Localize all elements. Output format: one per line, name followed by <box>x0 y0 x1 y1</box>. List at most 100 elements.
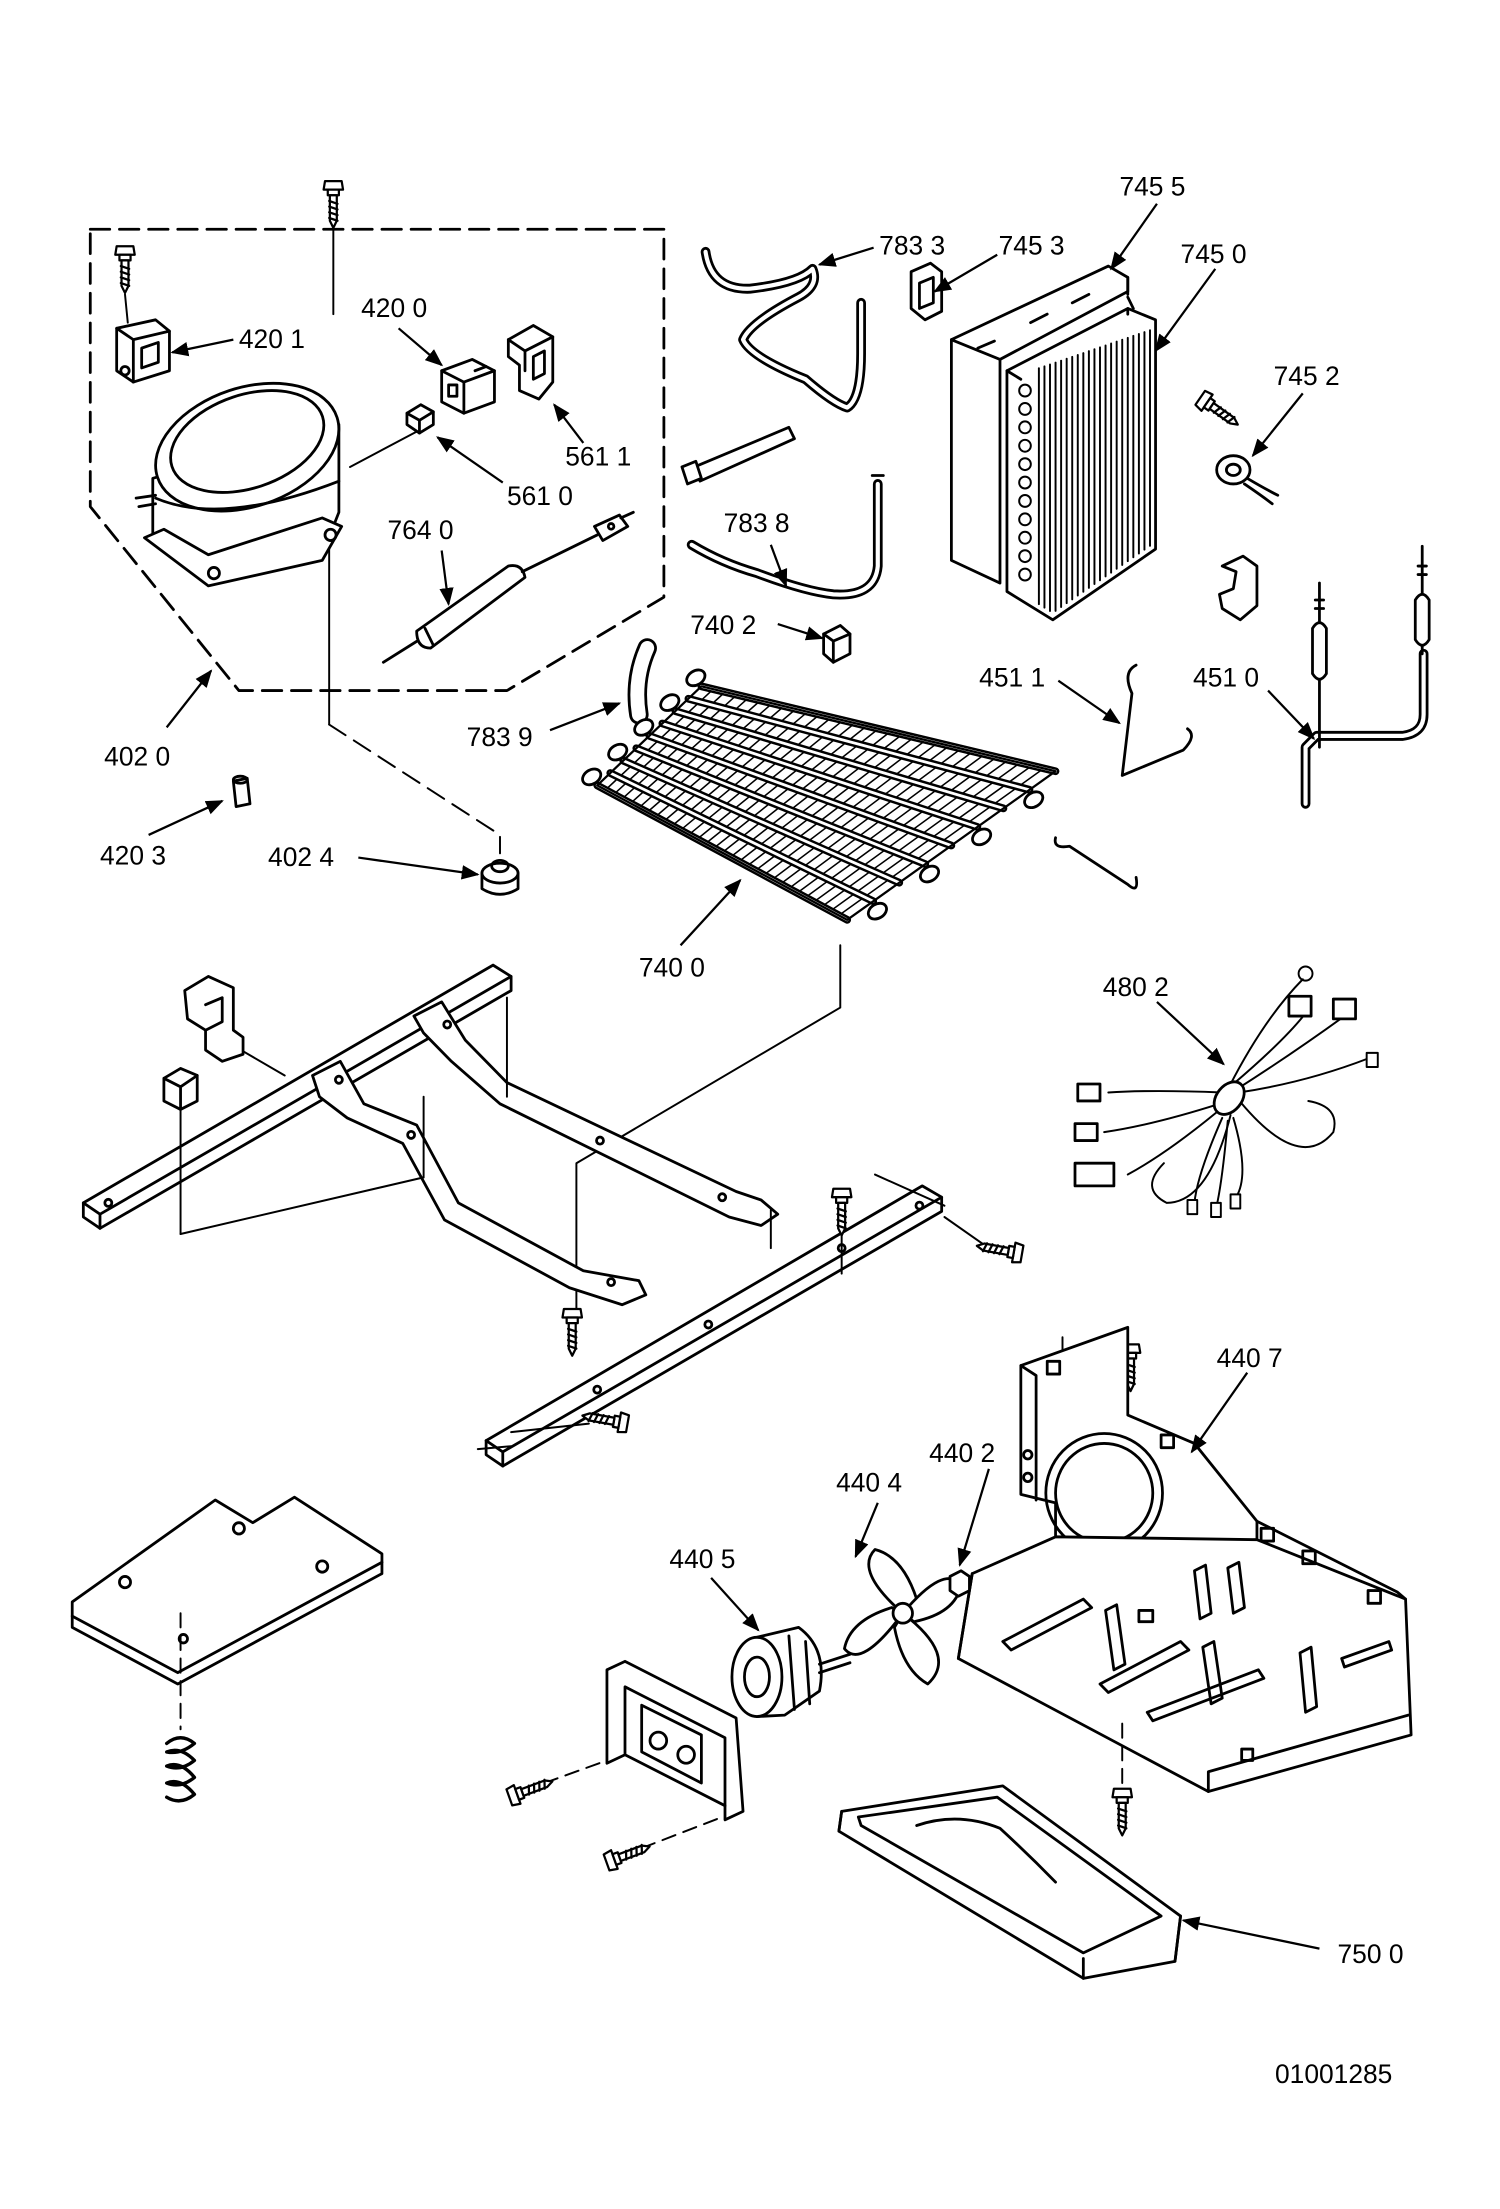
filter-drier <box>381 510 635 664</box>
coil-tube-inner <box>621 759 901 885</box>
frame-cross-member-right <box>412 1000 780 1227</box>
coil-tube-inner <box>634 746 927 866</box>
leader-745-0 <box>1154 268 1217 353</box>
leader-745-2 <box>1251 392 1304 458</box>
evaporator-coil <box>1005 275 1157 622</box>
evaporator-tube-bend <box>1018 420 1032 435</box>
evaporator-tube-bend <box>1018 494 1032 508</box>
evaporator-tube-bend <box>1018 567 1032 582</box>
callout-750-0: 750 0 <box>1337 1939 1403 1969</box>
hook-451-1 <box>1120 663 1193 777</box>
frame-clip-small <box>162 1066 199 1111</box>
leader-440-7 <box>1190 1372 1249 1454</box>
evaporator-tube-bend <box>1018 475 1032 490</box>
evaporator-tube-bend <box>1018 457 1032 472</box>
callout-745-0: 745 0 <box>1181 239 1247 269</box>
drawing-number: 01001285 <box>1275 2059 1392 2089</box>
spring <box>165 1736 197 1803</box>
pin <box>231 774 252 809</box>
leader-420-1 <box>170 338 234 357</box>
callout-420-1: 420 1 <box>239 324 305 354</box>
leader-745-5 <box>1110 203 1158 271</box>
overload-clip <box>405 403 435 435</box>
callout-labels: 420 1 420 0 561 1 561 0 764 0 402 0 420 … <box>100 171 1404 2089</box>
cable-tie <box>680 425 796 486</box>
callout-420-0: 420 0 <box>361 293 427 323</box>
coil-return-bend <box>971 827 993 847</box>
wire-harness <box>1073 965 1379 1218</box>
callout-480-2: 480 2 <box>1103 972 1169 1002</box>
leader-440-4 <box>854 1502 879 1559</box>
leader-420-0 <box>397 327 444 367</box>
relay-screw-axis <box>124 293 129 324</box>
callout-783-9: 783 9 <box>467 722 533 752</box>
tube-783-8 <box>686 474 885 600</box>
leader-480-2 <box>1156 1001 1225 1066</box>
overload-protector <box>440 358 496 415</box>
leader-750-0 <box>1181 1916 1320 1950</box>
tube-assembly-451-0 <box>1300 544 1431 809</box>
bracket-screw-line-2 <box>640 1816 724 1850</box>
callout-740-2: 740 2 <box>690 610 756 640</box>
motor-bracket <box>605 1659 745 1822</box>
coil-return-bend <box>919 864 941 884</box>
callout-440-2: 440 2 <box>929 1438 995 1468</box>
frame-cross-member-left <box>311 1059 648 1307</box>
coil-return-bend <box>607 742 629 762</box>
hook-lower <box>1053 836 1139 890</box>
fan-blade-retainer <box>948 1569 971 1598</box>
coil-tube-inner <box>686 697 1031 792</box>
compressor-wire <box>349 430 418 468</box>
coil-frame-wire <box>596 685 1057 921</box>
leader-402-0 <box>165 669 213 729</box>
callout-740-0: 740 0 <box>639 952 705 982</box>
condenser-coil <box>581 668 1060 924</box>
coil-return-bend <box>581 767 603 787</box>
coil-return-bend <box>1023 790 1045 810</box>
start-relay <box>115 318 171 384</box>
tube-783-3 <box>700 246 866 413</box>
evaporator-tube-bend <box>1018 512 1032 527</box>
coil-mount-line <box>575 944 842 1310</box>
callout-561-1: 561 1 <box>565 441 631 471</box>
leader-740-2 <box>777 622 824 641</box>
leader-745-3 <box>933 253 998 293</box>
callout-451-0: 451 0 <box>1193 662 1259 692</box>
grommet-axis-dashed <box>328 723 501 855</box>
callout-440-4: 440 4 <box>836 1467 902 1497</box>
thermostat <box>1215 454 1280 506</box>
leader-402-4 <box>358 856 480 880</box>
coil-return-bend <box>633 718 655 737</box>
callout-440-5: 440 5 <box>669 1544 735 1574</box>
evaporator-tube-bend <box>1018 549 1032 564</box>
leader-561-1 <box>553 403 585 444</box>
compressor <box>134 381 344 588</box>
leader-lines <box>148 203 1320 1950</box>
leader-783-8 <box>769 544 788 588</box>
callout-561-0: 561 0 <box>507 481 573 511</box>
evaporator-tube-bend <box>1018 438 1032 453</box>
callout-783-3: 783 3 <box>879 230 945 260</box>
callout-764-0: 764 0 <box>388 515 454 545</box>
evaporator-tube-bend <box>1018 383 1032 398</box>
leader-451-0 <box>1267 689 1316 740</box>
evaporator-clip <box>909 261 944 322</box>
tube-783-9 <box>627 638 657 725</box>
callout-745-5: 745 5 <box>1119 171 1185 201</box>
callout-402-0: 402 0 <box>104 741 170 771</box>
line-art <box>70 179 1431 1980</box>
leader-420-3 <box>148 799 224 836</box>
coil-return-bend <box>866 901 888 921</box>
callout-783-8: 783 8 <box>724 508 790 538</box>
evaporator-fins <box>1018 329 1151 613</box>
callout-451-1: 451 1 <box>979 662 1045 692</box>
tube-clip <box>1218 554 1259 622</box>
drain-pan <box>837 1784 1182 1980</box>
leader-440-2 <box>957 1468 990 1567</box>
evaporator-tube-bend <box>1018 402 1032 416</box>
frame-guide-lines <box>179 996 990 1451</box>
base-plate <box>70 1495 384 1686</box>
condenser-floor-plate <box>956 1519 1413 1793</box>
